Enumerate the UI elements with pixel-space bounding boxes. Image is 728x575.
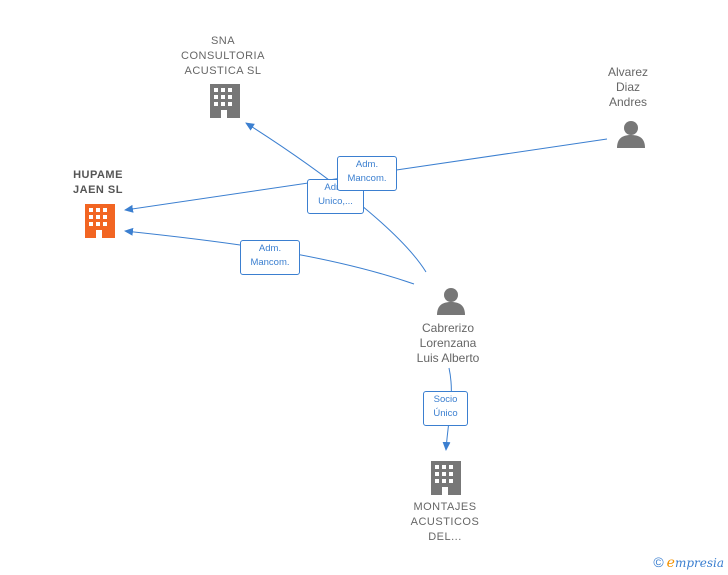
empresia-logo[interactable]: ©empresia	[653, 554, 724, 571]
edge-label-adm-unico[interactable]: Adm. Unico,...	[307, 179, 364, 214]
edge-label-socio-unico[interactable]: Socio Único	[423, 391, 468, 426]
node-label-hupame[interactable]: HUPAME JAEN SL	[73, 169, 123, 196]
copyright-icon: ©	[653, 554, 664, 570]
person-icon[interactable]	[617, 121, 645, 148]
building-icon[interactable]	[431, 461, 461, 495]
edge-label-adm-mancom-alvarez[interactable]: Adm. Mancom.	[337, 156, 397, 191]
node-label-sna[interactable]: SNA CONSULTORIA ACUSTICA SL	[181, 35, 265, 77]
node-label-montajes[interactable]: MONTAJES ACUSTICOS DEL...	[410, 501, 480, 543]
building-icon-main[interactable]	[85, 204, 115, 238]
node-label-alvarez[interactable]: Alvarez Diaz Andres	[607, 65, 648, 109]
person-icon[interactable]	[437, 288, 465, 315]
node-label-cabrerizo[interactable]: Cabrerizo Lorenzana Luis Alberto	[416, 321, 480, 365]
building-icon[interactable]	[210, 84, 240, 118]
edge-label-adm-mancom-cabrerizo[interactable]: Adm. Mancom.	[240, 240, 300, 275]
